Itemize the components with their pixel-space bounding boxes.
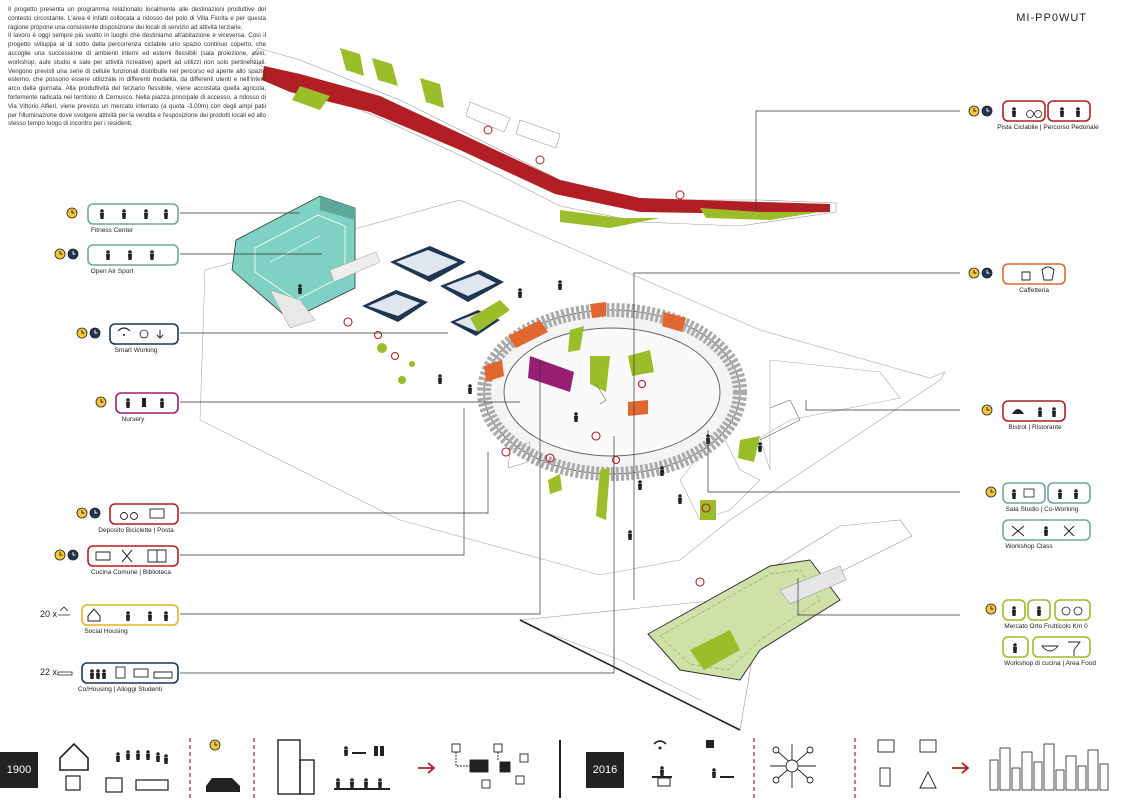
intro-paragraph-2: Il lavoro è oggi sempre più svolto in lu… [8,32,266,128]
label-bike-path: Pista Ciclabile | Percorso Pedonale [997,124,1099,131]
label-caffetteria: Caffetteria [1019,287,1049,294]
year-1900-badge: 1900 [0,752,38,788]
label-social-housing: Social Housing [84,628,128,635]
intro-text: Il progetto presenta un programma relazi… [8,6,266,129]
bike-path-strip [249,47,837,228]
project-code: MI-PP0WUT [1016,12,1087,24]
label-bike-deposit: Deposito Biciclette | Posta [98,527,174,534]
green-pads [377,300,760,520]
label-bistrot: Bistrot | Ristorante [1008,424,1062,431]
site-base [199,199,946,576]
right-label-boxes [1002,100,1091,658]
timeline-strip [59,738,1109,798]
left-label-boxes [81,203,179,684]
right-glyphs [1011,107,1083,656]
label-cohousing: Co/Housing | Alloggi Studenti [77,686,163,693]
label-sala-studio: Sala Studio | Co-Working [1005,506,1079,513]
right-clocks [968,105,997,615]
left-clocks [54,207,107,561]
intro-paragraph-1: Il progetto presenta un programma relazi… [8,6,266,31]
fitness-block [231,195,356,329]
label-kitchen-library: Cucina Comune | Biblioteca [90,569,172,576]
label-workshop-class: Workshop Class [1005,543,1053,550]
label-cooking: Workshop di cucina | Area Food [1004,660,1096,667]
label-market: Mercato Orto Frutticolo Km 0 [1004,623,1088,630]
social-housing-count: 20 x [40,609,58,619]
label-open-air-sport: Open Air Sport [90,268,134,275]
label-nursery: Nursery [121,416,145,423]
ring-building [477,302,801,520]
label-smart-working: Smart Working [114,347,158,354]
year-2016-badge: 2016 [586,752,624,788]
market-wedge [518,519,913,731]
leader-lines [180,110,960,674]
label-fitness-center: Fitness Center [90,227,134,234]
cohousing-count: 22 x [40,667,58,677]
left-glyphs [57,209,173,679]
